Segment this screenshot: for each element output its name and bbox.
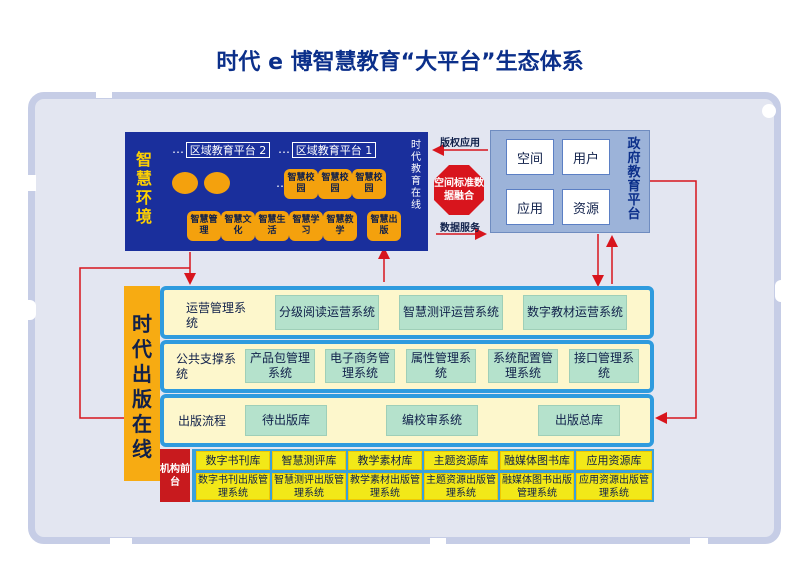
gov-cell-user: 用户 [562, 139, 610, 175]
org-system: 应用资源出版管理系统 [576, 473, 652, 500]
app-manage: 智慧管理 [187, 211, 221, 241]
page-title: 时代 e 博智慧教育“大平台”生态体系 [216, 50, 584, 75]
campus-node: 智慧校园 [318, 169, 352, 199]
org-system: 主题资源出版管理系统 [424, 473, 498, 500]
frame-notch [762, 104, 776, 118]
app-study: 智慧学习 [289, 211, 323, 241]
data-service-label: 数据服务 [440, 223, 480, 234]
app-publish: 智慧出版 [367, 211, 401, 241]
ops-item: 分级阅读运营系统 [275, 295, 379, 330]
platform-1: 区域教育平台 1 [292, 142, 376, 158]
support-item: 产品包管理系统 [245, 349, 315, 383]
gov-title: 政府教育平台 [627, 137, 641, 222]
org-system: 融媒体图书出版管理系统 [500, 473, 574, 500]
org-system: 智慧测评出版管理系统 [272, 473, 346, 500]
flow-label: 出版流程 [178, 414, 227, 428]
org-lib: 融媒体图书库 [500, 451, 574, 470]
campus-node: 智慧校园 [284, 169, 318, 199]
gov-cell-resource: 资源 [562, 189, 610, 225]
rights-label: 版权应用 [440, 138, 480, 149]
frame-notch [22, 300, 36, 320]
org-lib: 主题资源库 [424, 451, 498, 470]
org-front-label: 机构前台 [160, 449, 190, 502]
org-system: 教学素材出版管理系统 [348, 473, 422, 500]
gov-cell-app: 应用 [506, 189, 554, 225]
ops-item: 智慧测评运营系统 [399, 295, 503, 330]
publish-side [124, 286, 160, 481]
app-culture: 智慧文化 [221, 211, 255, 241]
dots-left: … [172, 142, 184, 156]
standard-octagon: 空间标准数据融合 [434, 165, 484, 215]
org-lib: 应用资源库 [576, 451, 652, 470]
region-node [204, 172, 230, 194]
dots-mid: … [278, 142, 290, 156]
frame-notch [22, 175, 36, 191]
flow-item: 出版总库 [538, 405, 620, 436]
ops-item: 数字教材运营系统 [523, 295, 627, 330]
org-system: 数字书刊出版管理系统 [196, 473, 270, 500]
flow-item: 编校审系统 [386, 405, 478, 436]
app-life: 智慧生活 [255, 211, 289, 241]
publish-side-label: 时代出版在线 [132, 312, 152, 461]
org-lib: 教学素材库 [348, 451, 422, 470]
support-label: 公共支撑系统 [176, 352, 237, 381]
org-lib: 数字书刊库 [196, 451, 270, 470]
support-item: 电子商务管理系统 [325, 349, 395, 383]
support-item: 属性管理系统 [406, 349, 476, 383]
org-lib: 智慧测评库 [272, 451, 346, 470]
frame-notch [430, 538, 446, 550]
frame-notch [96, 86, 112, 98]
region-node [172, 172, 198, 194]
flow-item: 待出版库 [245, 405, 327, 436]
frame-notch [110, 538, 132, 550]
gov-cell-space: 空间 [506, 139, 554, 175]
frame-notch [690, 538, 708, 550]
campus-node: 智慧校园 [352, 169, 386, 199]
frame-notch [775, 280, 787, 302]
smart-env-label: 智慧环境 [136, 150, 153, 226]
support-item: 接口管理系统 [569, 349, 639, 383]
online-label: 时代教育在线 [411, 140, 421, 211]
platform-2: 区域教育平台 2 [186, 142, 270, 158]
support-item: 系统配置管理系统 [488, 349, 558, 383]
ops-label: 运营管理系统 [186, 301, 247, 330]
app-teach: 智慧教学 [323, 211, 357, 241]
